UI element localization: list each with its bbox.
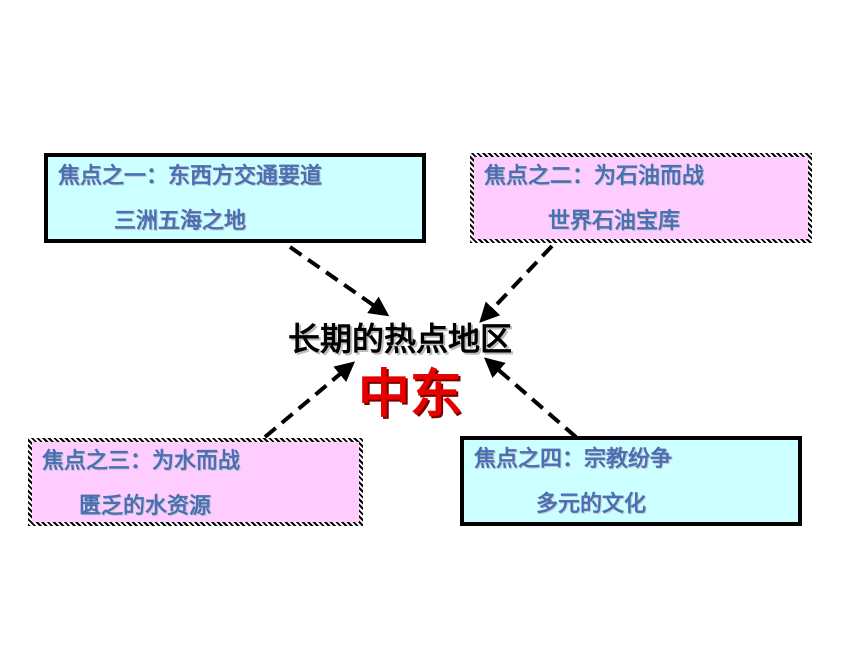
focus-box-4: 焦点之四：宗教纷争 多元的文化 xyxy=(460,436,802,526)
arrow-from-box-1 xyxy=(288,245,390,317)
focus-box-4-line1: 焦点之四：宗教纷争 xyxy=(474,447,673,472)
arrow-from-box-4 xyxy=(483,357,578,439)
focus-box-2: 焦点之二：为石油而战 世界石油宝库 xyxy=(470,153,812,243)
center-title: 长期的热点地区 xyxy=(287,320,512,358)
focus-box-1-line2: 三洲五海之地 xyxy=(114,209,247,234)
focus-box-3: 焦点之三：为水而战 匮乏的水资源 xyxy=(28,438,363,526)
focus-box-1-line1: 焦点之一：东西方交通要道 xyxy=(58,164,323,189)
focus-box-1: 焦点之一：东西方交通要道 三洲五海之地 xyxy=(44,153,426,243)
focus-box-3-line1: 焦点之三：为水而战 xyxy=(42,449,241,474)
arrow-from-box-3 xyxy=(263,361,356,439)
focus-box-3-line2: 匮乏的水资源 xyxy=(79,494,212,519)
focus-box-4-line2: 多元的文化 xyxy=(536,492,647,517)
focus-box-2-line1: 焦点之二：为石油而战 xyxy=(484,164,705,189)
focus-box-2-line2: 世界石油宝库 xyxy=(548,209,681,234)
arrow-from-box-2 xyxy=(479,244,554,323)
center-region-name: 中东 xyxy=(357,365,462,425)
